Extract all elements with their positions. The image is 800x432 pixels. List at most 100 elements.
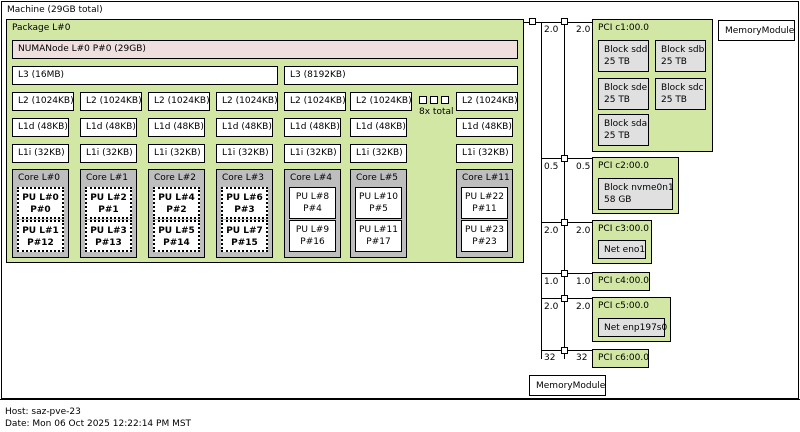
core-label: Core L#0 bbox=[18, 173, 60, 183]
link-speed: 2.0 bbox=[544, 25, 559, 35]
pu-index: P#5 bbox=[369, 204, 388, 214]
footer: Host: saz-pve-23 Date: Mon 06 Oct 2025 1… bbox=[0, 399, 800, 432]
l1i-cache: L1i (32KB) bbox=[148, 144, 205, 163]
memory-module: MemoryModule bbox=[718, 20, 795, 41]
link-speed: 1.0 bbox=[576, 277, 591, 287]
l2-label: L2 (1024KB) bbox=[222, 96, 278, 106]
l3-label: L3 (8192KB) bbox=[290, 70, 346, 80]
l2-label: L2 (1024KB) bbox=[86, 96, 142, 106]
block-device: Block sdd 25 TB bbox=[598, 40, 649, 72]
network-device: Net enp197s0 bbox=[598, 318, 668, 337]
l1d-label: L1d (48KB) bbox=[222, 122, 272, 132]
pu-index: P#11 bbox=[472, 204, 497, 214]
block-name: Block sdd bbox=[604, 45, 648, 55]
l1i-cache: L1i (32KB) bbox=[284, 144, 341, 163]
core-label: Core L#5 bbox=[356, 173, 398, 183]
pci-label: PCI c2:00.0 bbox=[598, 161, 649, 171]
block-device: Block sdb 25 TB bbox=[655, 40, 706, 72]
l1i-label: L1i (32KB) bbox=[462, 148, 509, 158]
bridge-square-icon bbox=[561, 18, 568, 25]
link-speed: 2.0 bbox=[576, 226, 591, 236]
l1i-label: L1i (32KB) bbox=[86, 148, 133, 158]
block-name: Block nvme0n1 bbox=[604, 183, 674, 193]
block-name: Block sde bbox=[604, 83, 648, 93]
machine-label: Machine (29GB total) bbox=[7, 5, 103, 15]
pu-index: P#2 bbox=[166, 205, 187, 215]
pci-label: PCI c5:00.0 bbox=[598, 301, 649, 311]
l2-label: L2 (1024KB) bbox=[154, 96, 210, 106]
block-size: 25 TB bbox=[604, 131, 630, 141]
memory-module-label: MemoryModule bbox=[725, 26, 795, 36]
pu-label: PU L#22 bbox=[465, 192, 504, 202]
memory-module: MemoryModule bbox=[529, 375, 606, 396]
bridge-square-icon bbox=[561, 270, 568, 277]
link-speed: 2.0 bbox=[544, 302, 559, 312]
pu-index: P#23 bbox=[472, 237, 497, 247]
pu-index: P#0 bbox=[30, 205, 51, 215]
l1d-cache: L1d (48KB) bbox=[284, 118, 341, 137]
collapsed-total-label: 8x total bbox=[419, 107, 454, 117]
l2-label: L2 (1024KB) bbox=[356, 96, 412, 106]
pu-index: P#14 bbox=[163, 238, 190, 248]
pu-label: PU L#0 bbox=[22, 193, 59, 203]
link-speed: 2.0 bbox=[576, 25, 591, 35]
core-label: Core L#11 bbox=[462, 173, 510, 183]
date-label: Date: Mon 06 Oct 2025 12:22:14 PM MST bbox=[5, 419, 192, 429]
net-name: Net eno1 bbox=[604, 245, 646, 255]
l2-label: L2 (1024KB) bbox=[290, 96, 346, 106]
block-name: Block sdb bbox=[661, 45, 705, 55]
l1d-cache: L1d (48KB) bbox=[350, 118, 407, 137]
l3-cache-1: L3 (8192KB) bbox=[284, 66, 518, 85]
pci-device-c6: PCI c6:00.0 bbox=[592, 349, 649, 368]
package-label: Package L#0 bbox=[12, 23, 71, 33]
collapsed-square-icon bbox=[441, 96, 449, 104]
block-size: 25 TB bbox=[604, 95, 630, 105]
block-size: 25 TB bbox=[661, 95, 687, 105]
bus-root-square-icon bbox=[529, 18, 536, 25]
l2-label: L2 (1024KB) bbox=[462, 96, 518, 106]
block-size: 25 TB bbox=[661, 57, 687, 67]
l1i-cache: L1i (32KB) bbox=[216, 144, 273, 163]
l2-cache: L2 (1024KB) bbox=[284, 92, 346, 111]
pu-index: P#15 bbox=[231, 238, 258, 248]
block-size: 25 TB bbox=[604, 57, 630, 67]
pu-index: P#12 bbox=[27, 238, 54, 248]
l1d-cache: L1d (48KB) bbox=[80, 118, 137, 137]
pu-label: PU L#10 bbox=[359, 192, 398, 202]
link-speed: 2.0 bbox=[576, 302, 591, 312]
bridge-square-icon bbox=[561, 295, 568, 302]
l1i-cache: L1i (32KB) bbox=[12, 144, 69, 163]
l1i-cache: L1i (32KB) bbox=[456, 144, 513, 163]
pu-label: PU L#3 bbox=[90, 226, 127, 236]
numa-label: NUMANode L#0 P#0 (29GB) bbox=[18, 44, 146, 54]
block-name: Block sda bbox=[604, 119, 648, 129]
l1i-label: L1i (32KB) bbox=[356, 148, 403, 158]
l2-cache: L2 (1024KB) bbox=[80, 92, 142, 111]
l1i-cache: L1i (32KB) bbox=[350, 144, 407, 163]
collapsed-square-icon bbox=[430, 96, 438, 104]
l2-cache: L2 (1024KB) bbox=[12, 92, 74, 111]
l2-label: L2 (1024KB) bbox=[18, 96, 74, 106]
pu-label: PU L#8 bbox=[295, 192, 330, 202]
link-line bbox=[564, 25, 565, 359]
net-name: Net enp197s0 bbox=[604, 323, 668, 333]
l1d-cache: L1d (48KB) bbox=[456, 118, 513, 137]
pu-label: PU L#2 bbox=[90, 193, 127, 203]
l3-cache-0: L3 (16MB) bbox=[12, 66, 278, 85]
pu-index: P#1 bbox=[98, 205, 119, 215]
l1d-label: L1d (48KB) bbox=[18, 122, 68, 132]
bridge-square-icon bbox=[561, 347, 568, 354]
pu-index: P#17 bbox=[366, 237, 391, 247]
pci-label: PCI c6:00.0 bbox=[598, 353, 649, 363]
pu-label: PU L#4 bbox=[158, 193, 195, 203]
l1i-label: L1i (32KB) bbox=[290, 148, 337, 158]
l2-cache: L2 (1024KB) bbox=[148, 92, 210, 111]
link-speed: 32 bbox=[576, 353, 588, 363]
